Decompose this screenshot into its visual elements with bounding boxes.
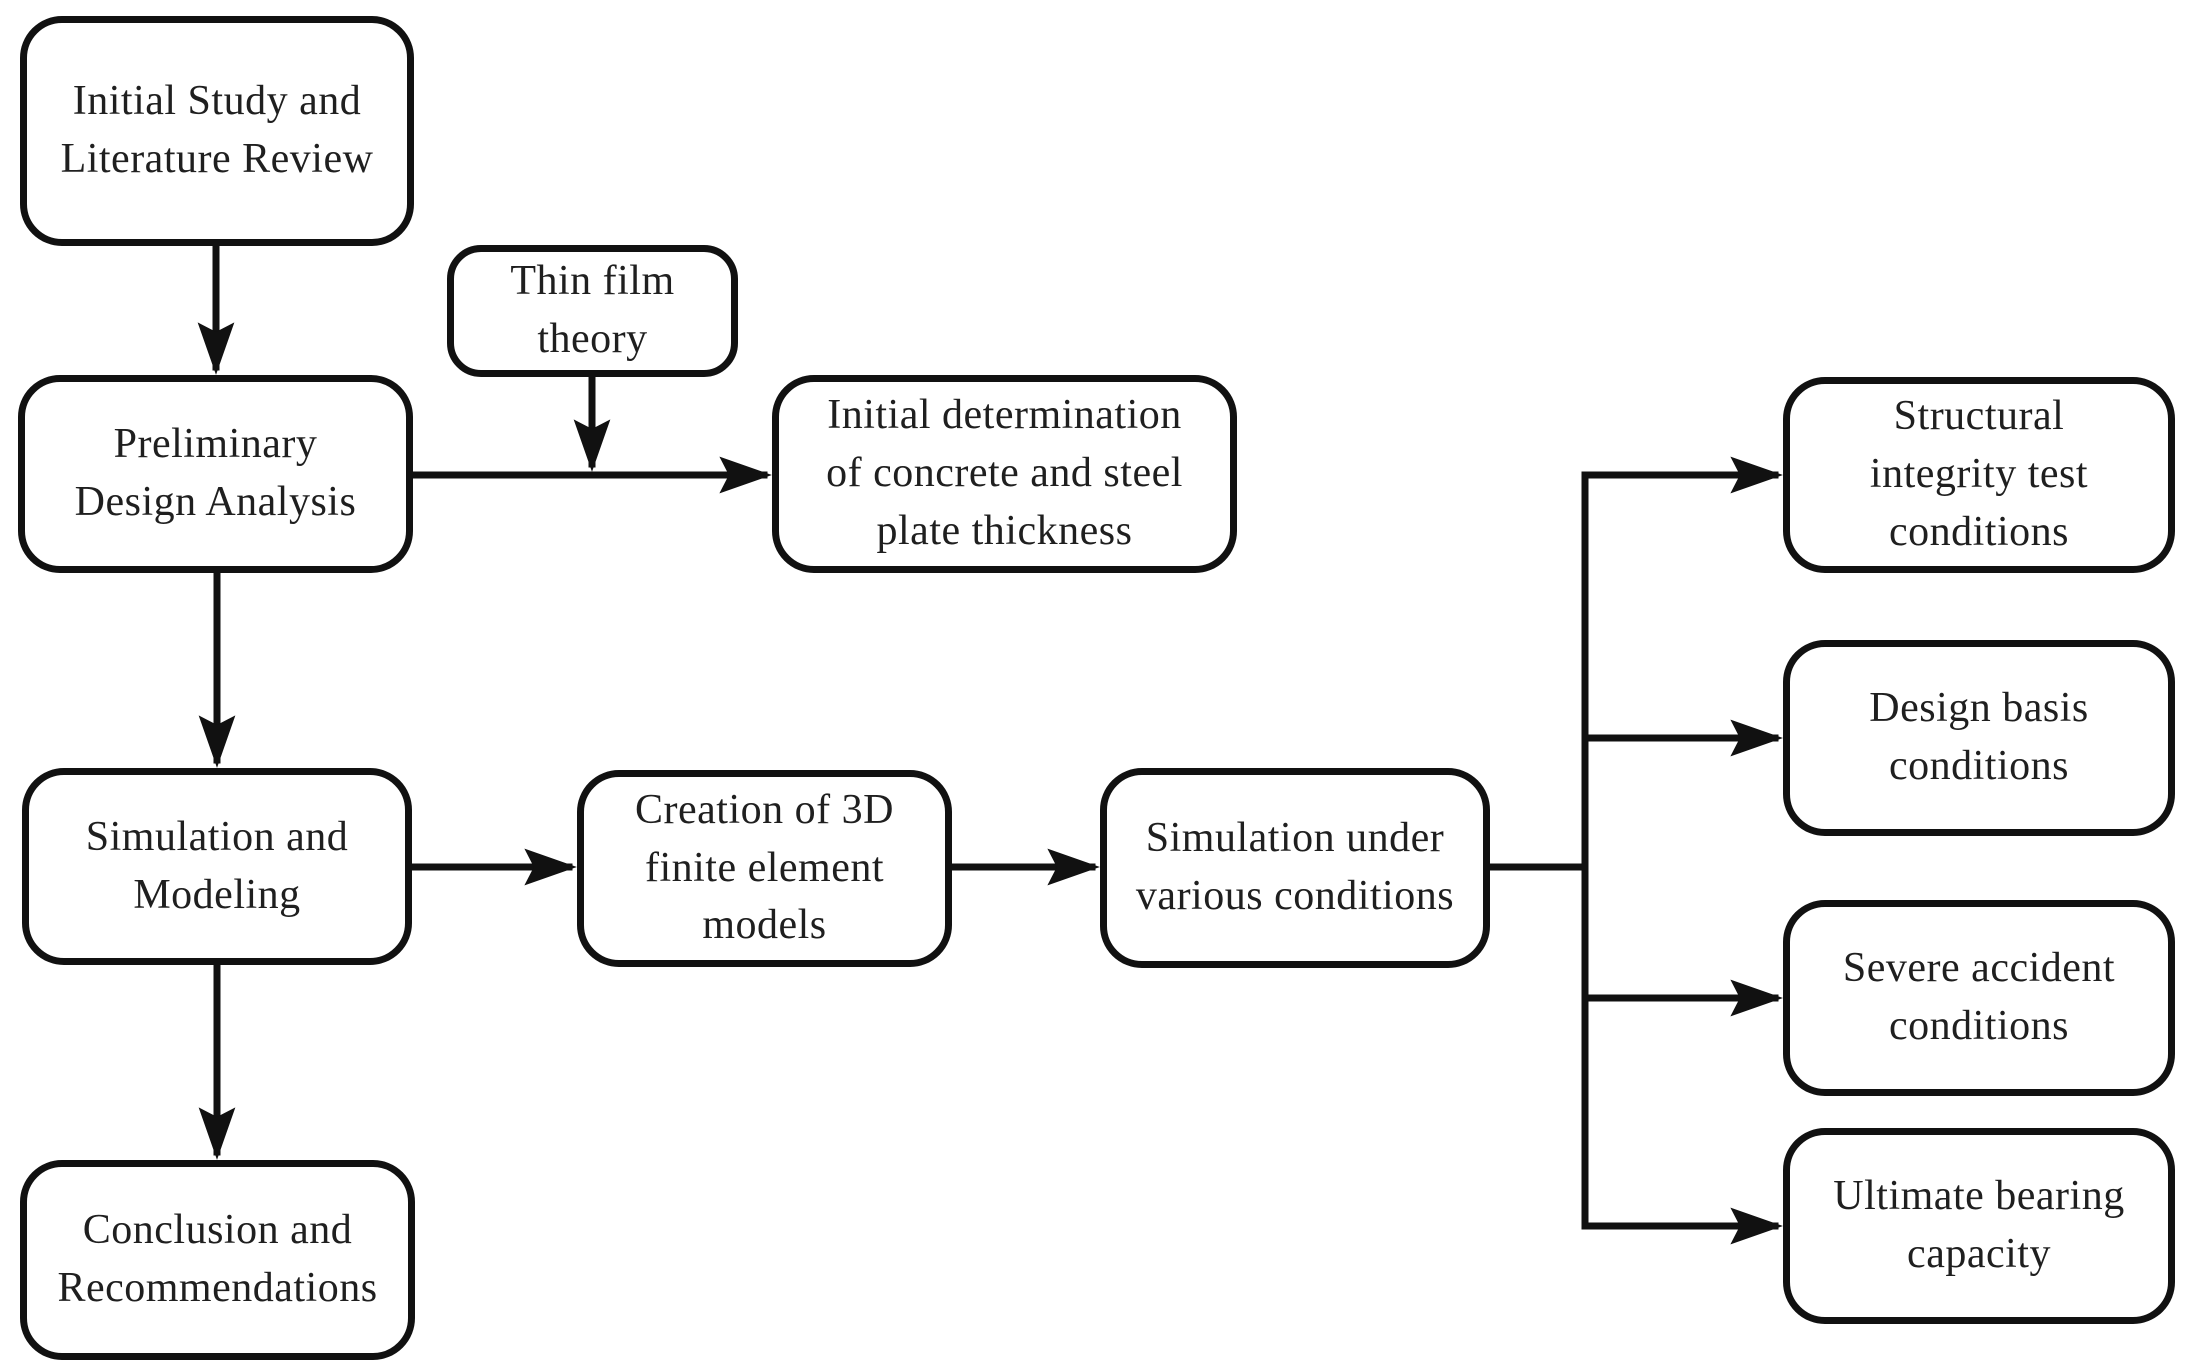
node-creation-3d-label: Creation of 3D finite element models [635, 786, 894, 949]
node-structural-integrity-label: Structural integrity test conditions [1869, 393, 2089, 555]
node-severe-accident: Severe accident conditions [1783, 900, 2175, 1096]
node-design-basis: Design basis conditions [1783, 640, 2175, 836]
node-preliminary-design-label: Preliminary Design Analysis [74, 421, 357, 525]
node-thin-film-theory-label: Thin film theory [510, 258, 675, 362]
node-initial-study-label: Initial Study and Literature Review [60, 78, 374, 182]
node-simulation-conditions-label: Simulation under various conditions [1135, 815, 1455, 919]
node-conclusion-label: Conclusion and Recommendations [57, 1207, 378, 1311]
node-initial-determination-label: Initial determination of concrete and st… [826, 392, 1183, 554]
node-severe-accident-label: Severe accident conditions [1842, 945, 2116, 1049]
node-thin-film-theory: Thin film theory [447, 245, 738, 377]
node-initial-determination: Initial determination of concrete and st… [772, 375, 1237, 573]
node-simulation-modeling: Simulation and Modeling [22, 768, 412, 965]
node-ultimate-bearing-label: Ultimate bearing capacity [1833, 1173, 2125, 1277]
node-simulation-modeling-label: Simulation and Modeling [85, 813, 349, 918]
node-structural-integrity: Structural integrity test conditions [1783, 377, 2175, 573]
node-ultimate-bearing: Ultimate bearing capacity [1783, 1128, 2175, 1324]
node-simulation-conditions: Simulation under various conditions [1100, 768, 1490, 968]
node-initial-study: Initial Study and Literature Review [20, 16, 414, 246]
node-design-basis-label: Design basis conditions [1869, 685, 2089, 789]
node-conclusion: Conclusion and Recommendations [20, 1160, 415, 1360]
node-preliminary-design: Preliminary Design Analysis [18, 375, 413, 573]
node-creation-3d: Creation of 3D finite element models [577, 770, 952, 967]
